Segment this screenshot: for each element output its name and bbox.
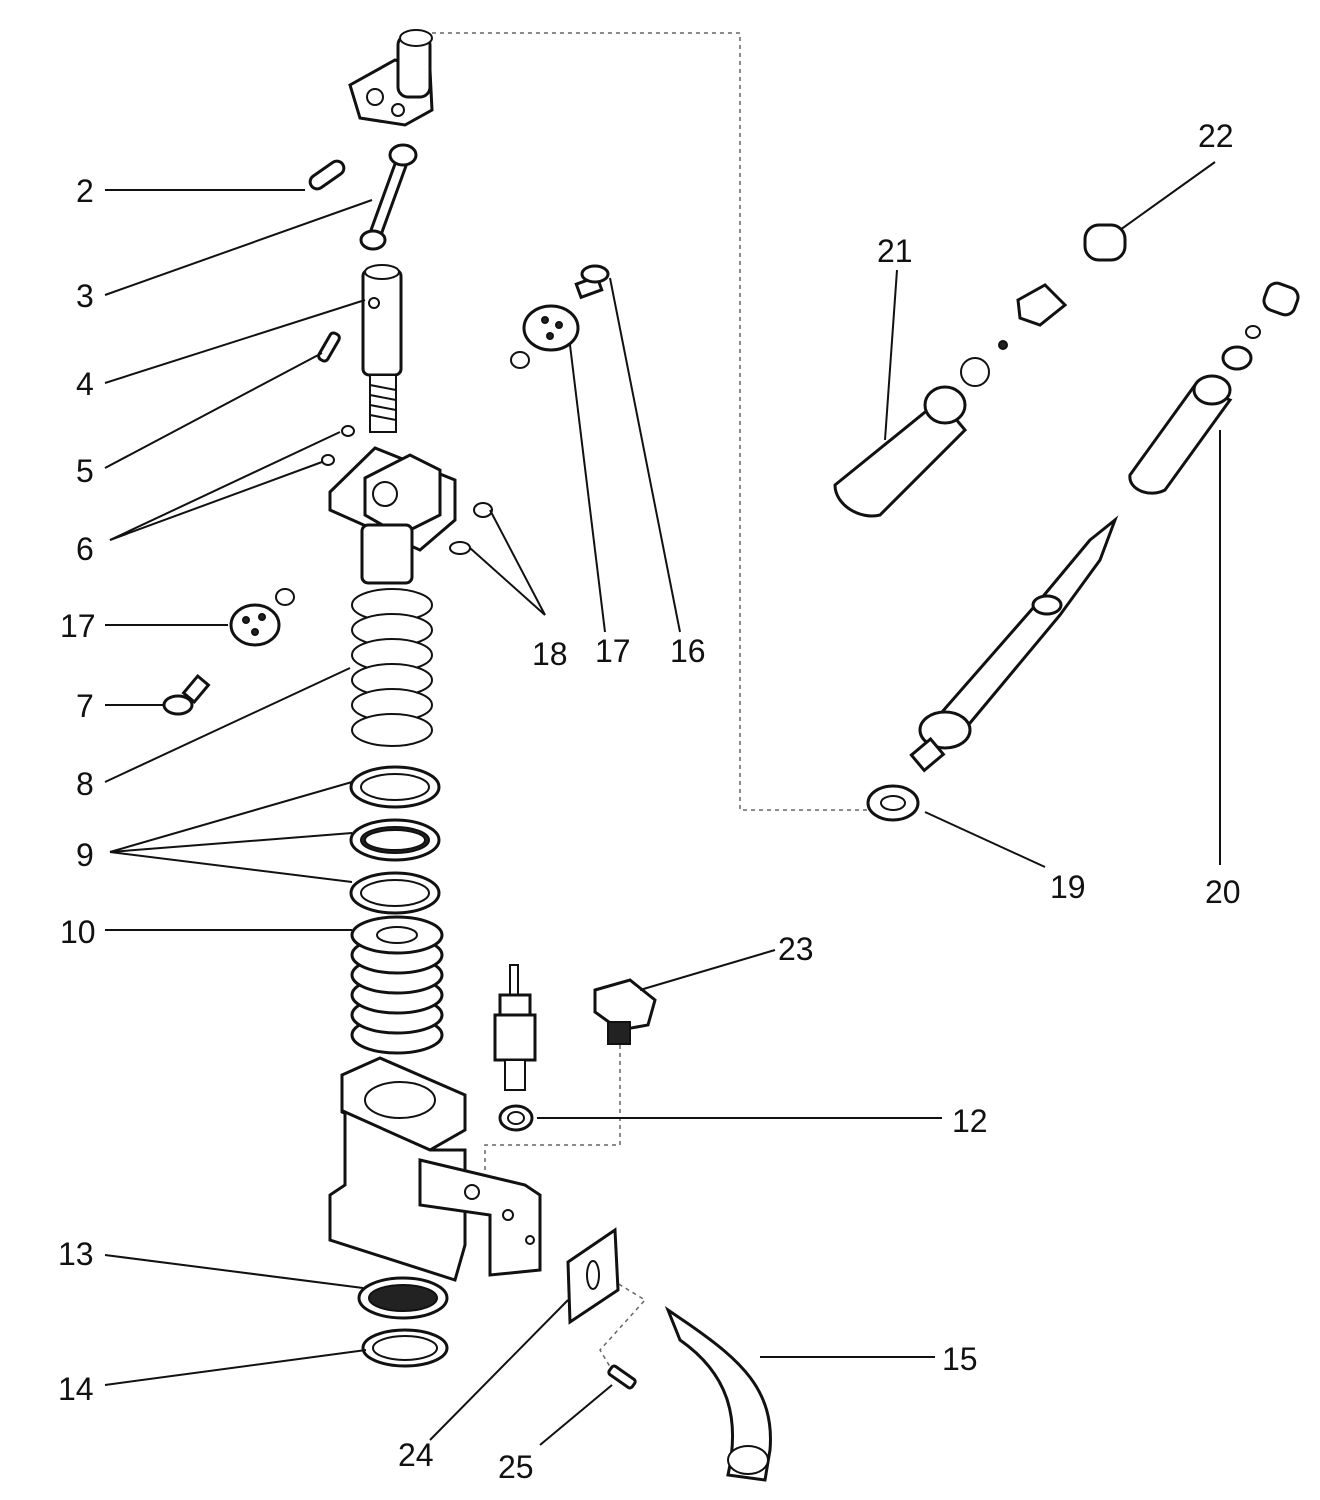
cylinder-head bbox=[328, 446, 457, 585]
callout-25: 25 bbox=[498, 1449, 534, 1485]
callout-23: 23 bbox=[778, 931, 814, 967]
callout-12: 12 bbox=[952, 1103, 988, 1139]
callout-10: 10 bbox=[60, 914, 96, 950]
connecting-rod-part-3 bbox=[359, 143, 418, 251]
valve-disc-part-17-left bbox=[229, 588, 295, 647]
bolt-part-7 bbox=[162, 673, 211, 716]
top-bracket bbox=[348, 29, 434, 127]
pin-part-2 bbox=[308, 159, 346, 191]
o-rings-part-18 bbox=[449, 502, 493, 555]
gasket-part-24 bbox=[566, 1227, 620, 1325]
elbow-pipe-part-15 bbox=[664, 1305, 772, 1482]
callout-17-right: 17 bbox=[595, 633, 631, 669]
filter-part-21 bbox=[833, 283, 1068, 518]
valve-stem-part-12 bbox=[493, 964, 537, 1132]
callout-3: 3 bbox=[76, 278, 94, 314]
callout-9: 9 bbox=[76, 837, 94, 873]
piston-rod-part-4 bbox=[361, 264, 403, 433]
rings-part-9 bbox=[349, 765, 441, 915]
callout-13: 13 bbox=[58, 1236, 94, 1272]
screw-part-25 bbox=[607, 1364, 637, 1390]
callout-5: 5 bbox=[76, 453, 94, 489]
callout-17-left: 17 bbox=[60, 608, 96, 644]
callout-15: 15 bbox=[942, 1341, 978, 1377]
callout-7: 7 bbox=[76, 688, 94, 724]
small-pin-part-5 bbox=[317, 331, 341, 363]
washer-part-19 bbox=[866, 784, 920, 822]
callout-6: 6 bbox=[76, 531, 94, 567]
cylinder-body bbox=[328, 1056, 542, 1282]
piston-stack-part-10 bbox=[350, 915, 444, 1055]
callout-18: 18 bbox=[532, 636, 568, 672]
callout-19: 19 bbox=[1050, 869, 1086, 905]
small-parts-16-17 bbox=[510, 264, 610, 369]
ring-part-13 bbox=[357, 1276, 449, 1320]
callout-24: 24 bbox=[398, 1437, 434, 1473]
assembly-guide-lines bbox=[432, 32, 868, 1376]
spring-part-8 bbox=[351, 588, 433, 747]
ring-part-14 bbox=[361, 1328, 449, 1368]
callout-2: 2 bbox=[76, 173, 94, 209]
callout-20: 20 bbox=[1205, 874, 1241, 910]
thread bbox=[369, 374, 397, 433]
callout-16: 16 bbox=[670, 633, 706, 669]
small-parts-6 bbox=[321, 425, 355, 466]
callout-21: 21 bbox=[877, 233, 913, 269]
callout-14: 14 bbox=[58, 1371, 94, 1407]
cap-part-23 bbox=[593, 978, 657, 1045]
callout-8: 8 bbox=[76, 766, 94, 802]
sleeve-part-20 bbox=[1128, 281, 1300, 495]
callout-numbers: 2 3 4 5 6 17 7 8 9 10 13 14 24 25 15 12 … bbox=[58, 118, 1241, 1485]
cap-part-22 bbox=[1083, 223, 1127, 262]
callout-22: 22 bbox=[1198, 118, 1234, 154]
shaft-assembly bbox=[909, 515, 1119, 773]
leader-lines bbox=[104, 161, 1221, 1446]
callout-4: 4 bbox=[76, 366, 94, 402]
